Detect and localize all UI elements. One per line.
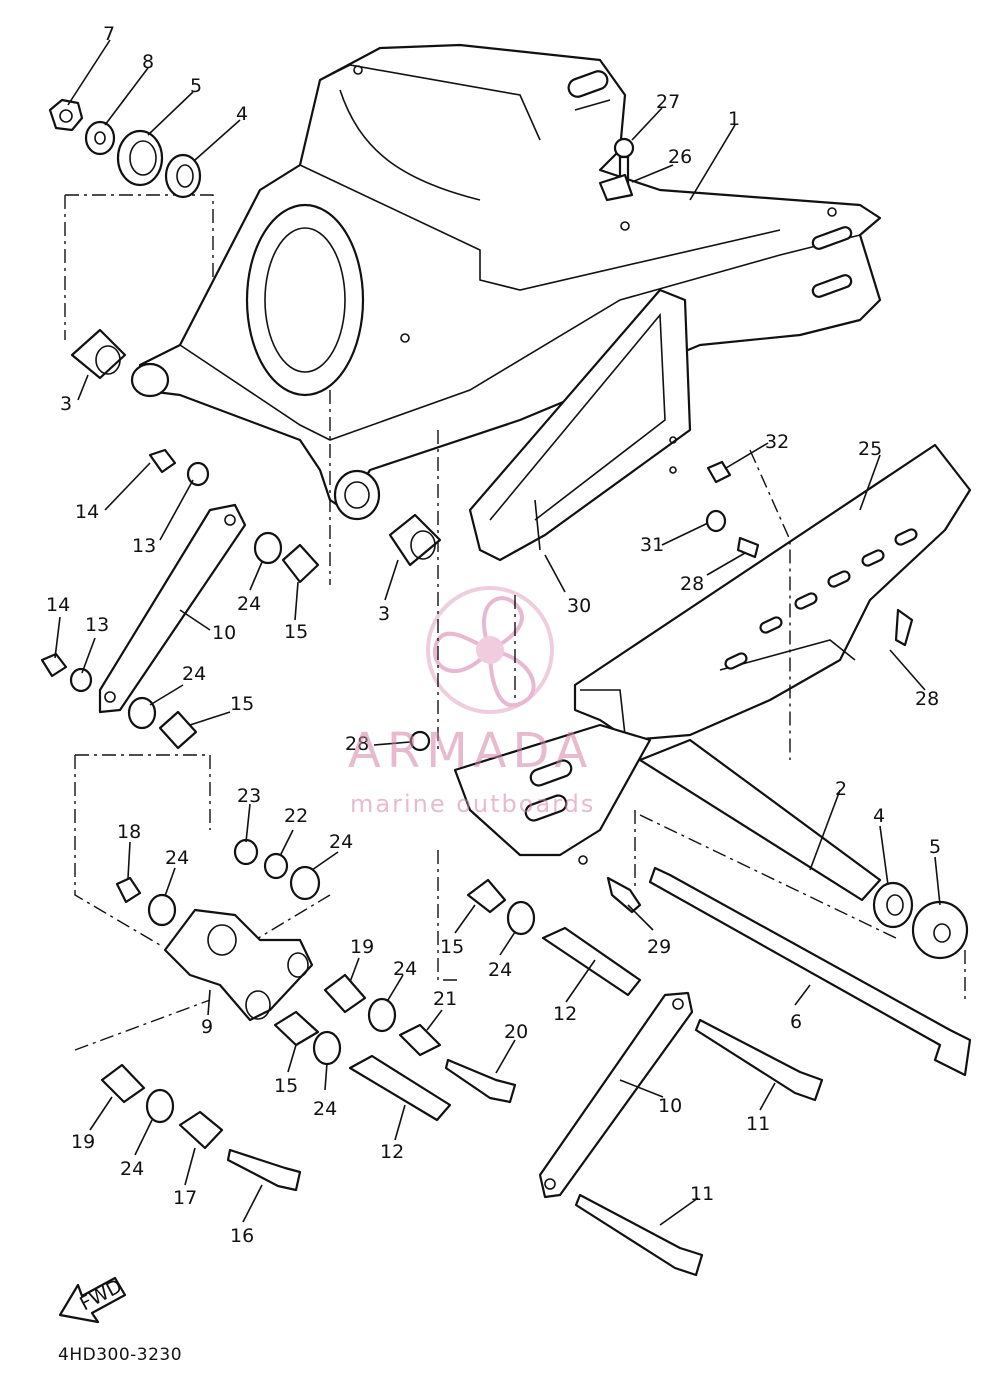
callout-24: 24 xyxy=(237,593,261,615)
callout-12: 12 xyxy=(553,1003,577,1025)
callout-16: 16 xyxy=(230,1225,254,1247)
diagram-code: 4HD300-3230 xyxy=(58,1345,183,1365)
callout-18: 18 xyxy=(117,821,141,843)
callout-5: 5 xyxy=(929,836,941,858)
callout-24: 24 xyxy=(313,1098,337,1120)
callout-21: 21 xyxy=(433,988,457,1010)
callout-14: 14 xyxy=(75,501,99,523)
callout-28: 28 xyxy=(915,688,939,710)
callout-8: 8 xyxy=(142,51,154,73)
callout-15: 15 xyxy=(440,936,464,958)
callout-24: 24 xyxy=(165,847,189,869)
watermark-subtitle: marine outboards xyxy=(350,790,596,818)
watermark-title: ARMADA xyxy=(348,723,594,779)
callout-4: 4 xyxy=(236,103,248,125)
callout-15: 15 xyxy=(230,693,254,715)
chain-guard xyxy=(573,443,972,742)
callout-32: 32 xyxy=(765,431,789,453)
leader-lines xyxy=(54,39,941,1226)
callout-2: 2 xyxy=(835,778,847,800)
callout-24: 24 xyxy=(329,831,353,853)
callout-24: 24 xyxy=(393,958,417,980)
callout-10: 10 xyxy=(658,1095,682,1117)
callout-10: 10 xyxy=(212,622,236,644)
callout-13: 13 xyxy=(85,614,109,636)
callout-17: 17 xyxy=(173,1187,197,1209)
forward-arrow-icon: FWD xyxy=(58,1275,127,1324)
callout-24: 24 xyxy=(488,959,512,981)
armada-logo-mark xyxy=(426,586,554,714)
callout-15: 15 xyxy=(274,1075,298,1097)
callout-labels: 7 8 5 4 3 3 27 26 1 32 25 31 28 28 28 30… xyxy=(46,23,941,1247)
callout-22: 22 xyxy=(284,805,308,827)
callout-26: 26 xyxy=(668,146,692,168)
callout-27: 27 xyxy=(656,91,680,113)
callout-1: 1 xyxy=(728,108,740,130)
callout-25: 25 xyxy=(858,438,882,460)
callout-7: 7 xyxy=(103,23,115,45)
callout-19: 19 xyxy=(350,936,374,958)
callout-28: 28 xyxy=(680,573,704,595)
callout-4: 4 xyxy=(873,805,885,827)
callout-3: 3 xyxy=(60,393,72,415)
chain-guard-lower-bracket xyxy=(453,723,652,865)
swingarm xyxy=(130,43,882,521)
callout-11: 11 xyxy=(690,1183,714,1205)
callout-30: 30 xyxy=(567,595,591,617)
callout-19: 19 xyxy=(71,1131,95,1153)
callout-28: 28 xyxy=(345,733,369,755)
callout-24: 24 xyxy=(182,663,206,685)
hardware-parts xyxy=(40,98,972,1277)
callout-31: 31 xyxy=(640,534,664,556)
callout-11: 11 xyxy=(746,1113,770,1135)
callout-24: 24 xyxy=(120,1158,144,1180)
callout-15: 15 xyxy=(284,621,308,643)
callout-6: 6 xyxy=(790,1011,802,1033)
callout-5: 5 xyxy=(190,75,202,97)
callout-23: 23 xyxy=(237,785,261,807)
callout-9: 9 xyxy=(201,1016,213,1038)
callout-3: 3 xyxy=(378,603,390,625)
callout-14: 14 xyxy=(46,594,70,616)
chain-pad xyxy=(468,288,692,562)
callout-20: 20 xyxy=(504,1021,528,1043)
callout-12: 12 xyxy=(380,1141,404,1163)
callout-13: 13 xyxy=(132,535,156,557)
callout-29: 29 xyxy=(647,936,671,958)
assembly-lines xyxy=(64,194,966,1051)
